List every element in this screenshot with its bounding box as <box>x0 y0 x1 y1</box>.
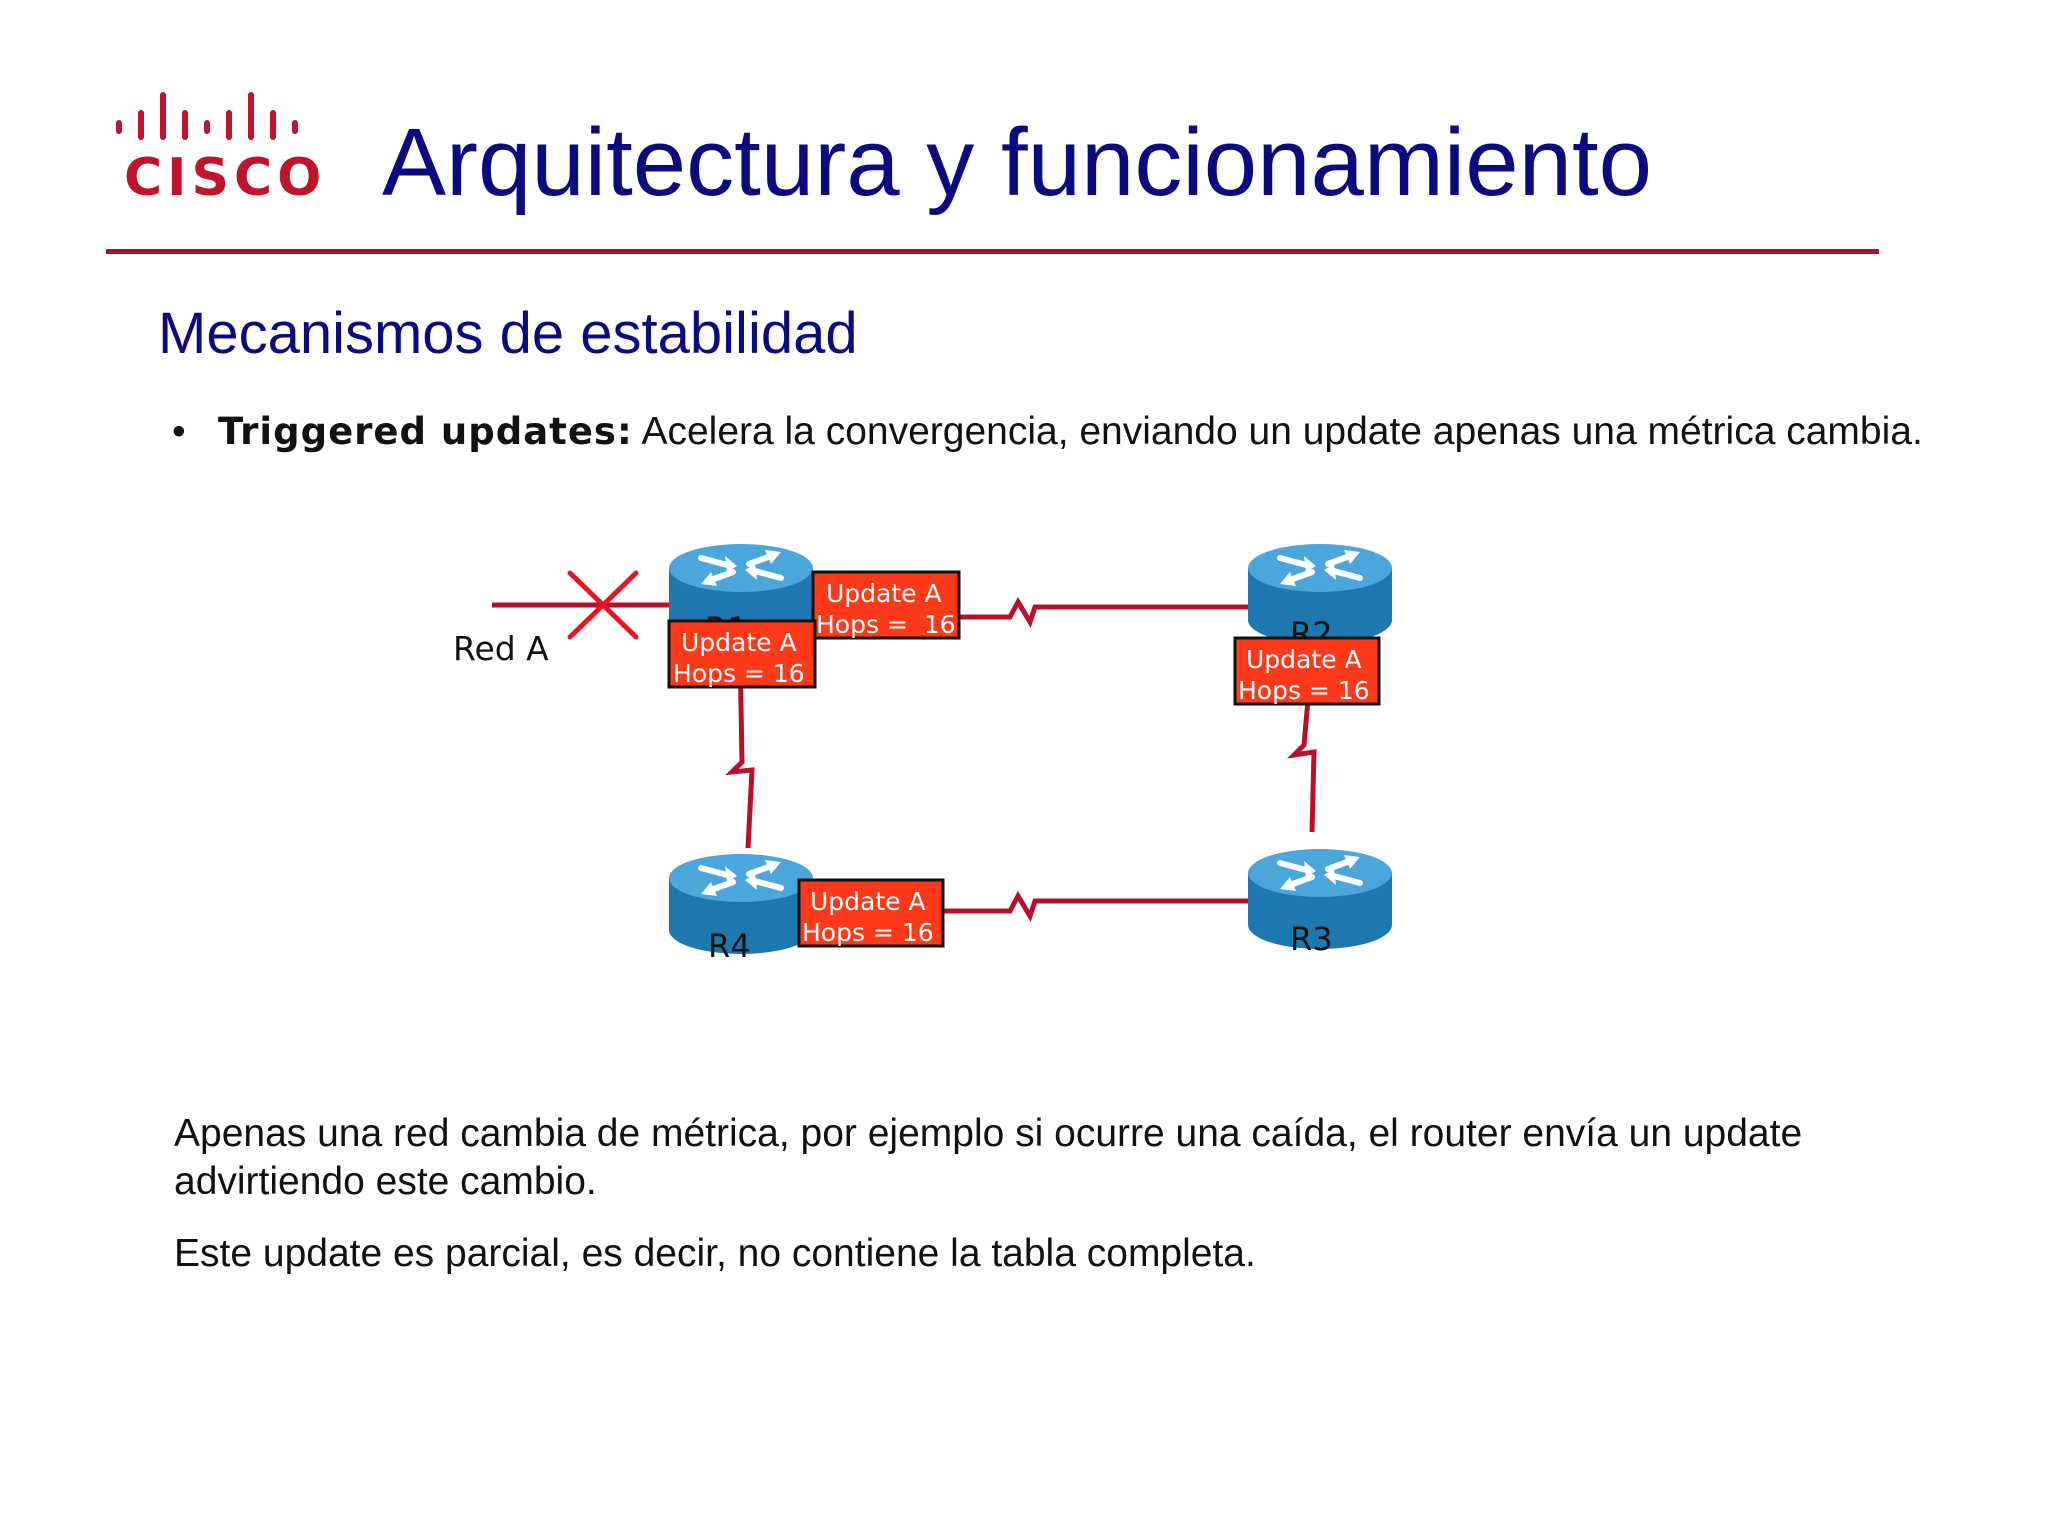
bullet-item: • Triggered updates: Acelera la convergen… <box>172 410 1923 454</box>
update-box-line2: Hops = 16 <box>816 610 956 639</box>
update-box-line2: Hops = 16 <box>1238 676 1370 705</box>
slide-title: Arquitectura y funcionamiento <box>382 109 1653 216</box>
link-r1-r2 <box>812 596 1252 628</box>
update-box-r4-right: Update A Hops = 16 <box>797 878 945 948</box>
update-box-line2: Hops = 16 <box>802 918 934 947</box>
update-box-line2: Hops = 16 <box>673 659 805 688</box>
update-box-r1-below: Update A Hops = 16 <box>667 619 817 689</box>
update-box-line1: Update A <box>1246 645 1362 674</box>
cisco-logo-bars <box>116 92 298 140</box>
link-failure-x-icon <box>567 570 639 640</box>
bullet-dot: • <box>172 410 186 453</box>
link-r1-r4 <box>725 649 755 849</box>
section-subtitle: Mecanismos de estabilidad <box>158 301 858 366</box>
update-box-r2-below: Update A Hops = 16 <box>1233 636 1381 706</box>
update-box-r1-right: Update A Hops = 16 <box>811 570 961 640</box>
cisco-logo-text: CISCO <box>124 148 327 208</box>
update-box-line1: Update A <box>681 628 797 657</box>
link-r2-r3 <box>1286 699 1317 833</box>
network-label: Red A <box>453 629 549 668</box>
title-divider <box>106 249 1879 254</box>
router-label-r4: R4 <box>708 927 751 965</box>
bullet-text: Acelera la convergencia, enviando un upd… <box>632 410 1923 453</box>
router-label-r3: R3 <box>1290 920 1333 958</box>
update-box-line1: Update A <box>826 579 942 608</box>
body-paragraph-2: Este update es parcial, es decir, no con… <box>174 1232 1256 1275</box>
update-box-line1: Update A <box>810 887 926 916</box>
link-r4-r3 <box>796 890 1252 922</box>
bullet-term: Triggered updates: <box>218 410 633 453</box>
body-paragraph-1: Apenas una red cambia de métrica, por ej… <box>174 1112 1803 1203</box>
